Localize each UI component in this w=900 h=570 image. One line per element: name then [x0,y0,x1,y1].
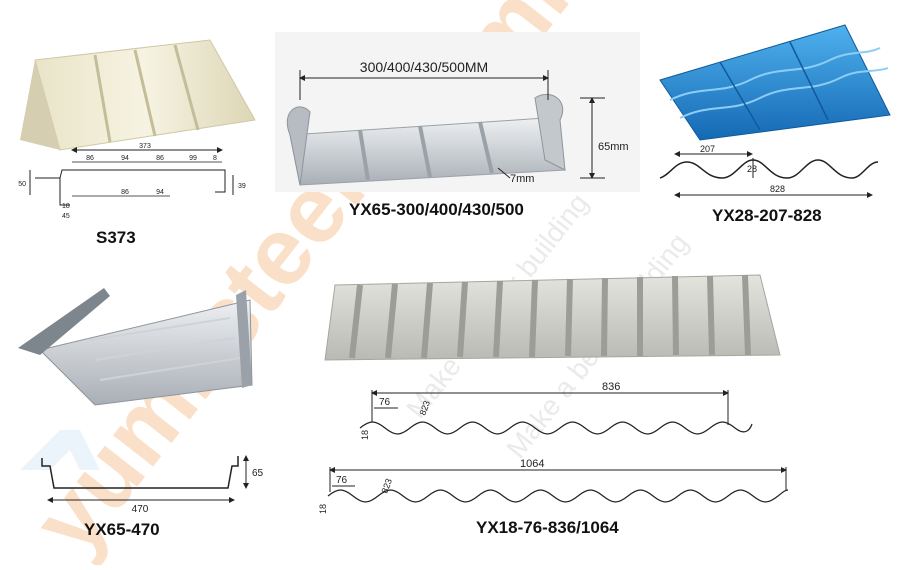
yx65-470-dim-height: 65 [252,468,264,479]
yx65-470-dim-width: 470 [132,504,149,515]
yx18-836-dim-width: 823 [417,399,432,417]
yx18-836-dim-height: 18 [360,430,370,440]
s373-sheet-photo [20,39,256,151]
yx18-836-dim-pitch: 76 [379,397,391,408]
yx18-1064-dim-width: 823 [379,477,394,495]
product-name-yx28: YX28-207-828 [712,206,822,225]
yx18-1064-dim-pitch: 76 [336,475,348,486]
yx28-panel: 207 28 828 [659,24,891,198]
yx65-300-dim-width: 300/400/430/500MM [360,59,488,75]
yx18-1064-dim-height: 18 [318,504,328,514]
yx28-dim-pitch: 207 [700,144,715,154]
yx18-profile-836-drawing [359,421,753,435]
s373-dim-top-5: 8 [213,155,217,162]
yx65-470-panel: 470 65 [18,288,264,515]
s373-dim-lip-1: 18 [62,203,70,210]
s373-dim-top-2: 94 [121,155,129,162]
s373-dim-left-height: 50 [18,181,26,188]
yx65-300-sheet-photo [286,93,566,186]
s373-dim-right-height: 39 [238,183,246,190]
yx65-470-profile-drawing [41,456,239,489]
yx28-sheet-photo [659,24,891,141]
s373-dim-total: 373 [139,143,151,150]
yx18-836-dim-cover: 836 [602,381,620,393]
s373-dim-top-3: 86 [156,155,164,162]
product-name-yx65-300: YX65-300/400/430/500 [349,200,524,219]
s373-dim-bottom-1: 86 [121,189,129,196]
product-name-yx18: YX18-76-836/1064 [476,518,619,537]
s373-dim-bottom-2: 94 [156,189,164,196]
product-name-s373: S373 [96,228,136,247]
yx28-dim-cover: 828 [770,184,785,194]
s373-panel: 373 86 94 86 99 8 86 94 50 39 18 45 [18,39,256,220]
yx65-300-panel: 300/400/430/500MM 65mm 7mm [275,32,640,192]
yx65-300-dim-height: 65mm [598,141,629,153]
yx18-panel: 836 76 823 18 1064 76 823 18 [318,274,789,514]
yx28-profile-drawing [659,159,879,179]
s373-profile-drawing [29,147,234,206]
yx18-sheet-photo [324,274,781,361]
yx28-dim-height: 28 [747,164,757,174]
yx65-300-dim-rib: 7mm [510,173,534,185]
yx65-470-sheet-photo [18,288,253,406]
product-name-yx65-470: YX65-470 [84,520,160,539]
s373-dim-lip-2: 45 [62,213,70,220]
watermark-logo-shape [20,430,100,470]
yx18-1064-dim-cover: 1064 [520,458,544,470]
s373-dim-top-1: 86 [86,155,94,162]
s373-dim-top-4: 99 [189,155,197,162]
yx18-profile-1064-drawing [327,489,789,503]
